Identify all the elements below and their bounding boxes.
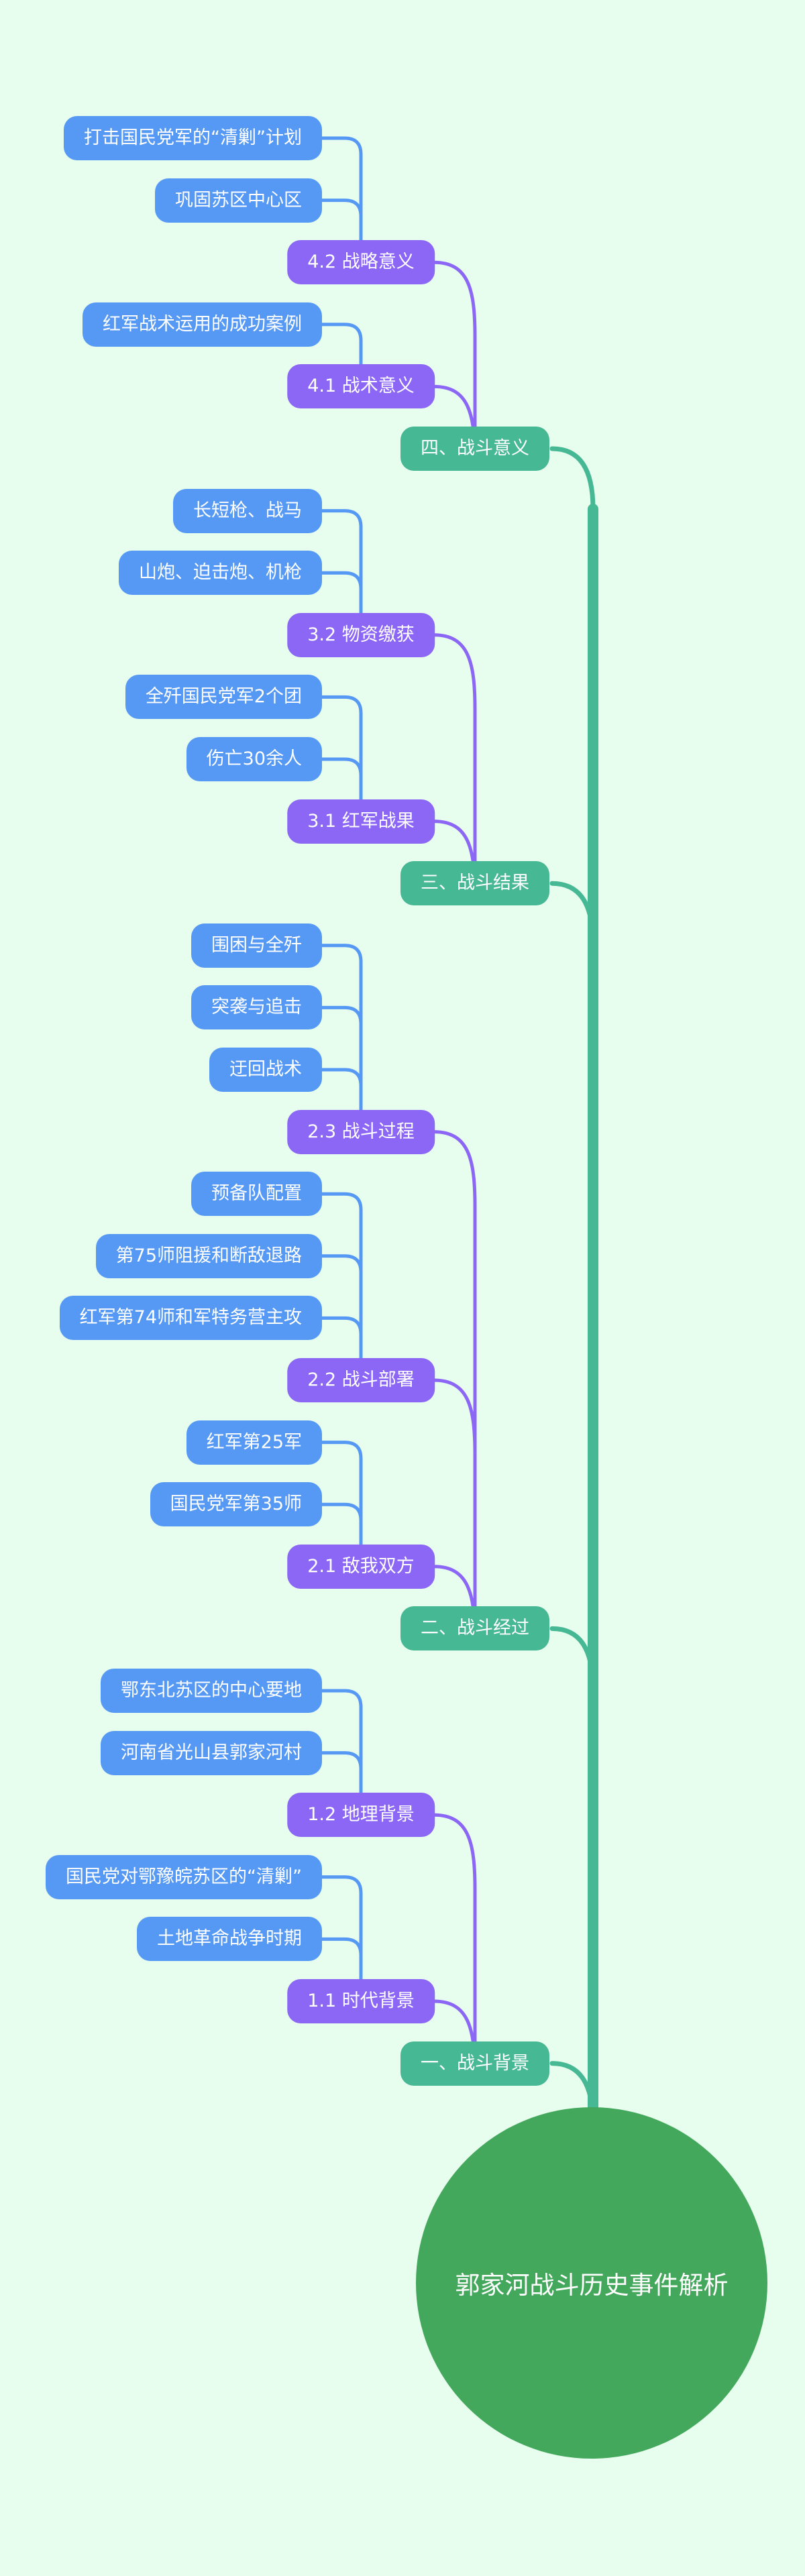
root-node[interactable]: 郭家河战斗历史事件解析 — [416, 2107, 767, 2459]
leaf-node[interactable]: 红军第25军 — [186, 1420, 322, 1465]
leaf-node[interactable]: 预备队配置 — [191, 1172, 322, 1217]
leaf-connector — [320, 1005, 363, 1112]
leaf-connector — [320, 323, 363, 366]
leaf-node[interactable]: 巩固苏区中心区 — [155, 178, 322, 223]
leaf-node[interactable]: 土地革命战争时期 — [137, 1917, 322, 1962]
subtopic-connector — [432, 1130, 477, 1608]
leaf-connector — [320, 1502, 363, 1547]
subtopic-connector — [432, 260, 477, 429]
section-node[interactable]: 一、战斗背景 — [400, 2041, 549, 2086]
leaf-node[interactable]: 国民党对鄂豫皖苏区的“清剿” — [46, 1854, 322, 1899]
section-connector — [549, 881, 596, 2117]
subtopic-connector — [432, 1378, 477, 1608]
leaf-connector — [320, 571, 363, 615]
leaf-connector — [320, 1316, 363, 1360]
subtopic-node[interactable]: 1.2 地理背景 — [287, 1793, 435, 1838]
root-label: 郭家河战斗历史事件解析 — [455, 2271, 729, 2300]
leaf-node[interactable]: 长短枪、战马 — [173, 488, 322, 533]
leaf-node[interactable]: 全歼国民党军2个团 — [125, 675, 322, 720]
subtopic-node[interactable]: 4.2 战略意义 — [287, 240, 435, 285]
leaf-connector — [320, 1875, 363, 1981]
section-node[interactable]: 三、战斗结果 — [400, 861, 549, 906]
leaf-node[interactable]: 打击国民党军的“清剿”计划 — [64, 116, 322, 160]
leaf-node[interactable]: 山炮、迫击炮、机枪 — [119, 551, 322, 596]
leaf-connector — [320, 757, 363, 801]
leaf-connector — [320, 1689, 363, 1795]
subtopic-connector — [432, 1813, 477, 2043]
subtopic-node[interactable]: 2.1 敌我双方 — [287, 1544, 435, 1589]
leaf-connector — [320, 695, 363, 801]
leaf-connector — [320, 1751, 363, 1795]
leaf-node[interactable]: 迂回战术 — [209, 1048, 322, 1092]
subtopic-node[interactable]: 3.1 红军战果 — [287, 799, 435, 844]
leaf-node[interactable]: 红军战术运用的成功案例 — [83, 302, 322, 347]
subtopic-node[interactable]: 3.2 物资缴获 — [287, 612, 435, 657]
section-connector — [549, 1626, 596, 2117]
leaf-node[interactable]: 国民党军第35师 — [150, 1482, 322, 1527]
leaf-connector — [320, 1937, 363, 1981]
leaf-node[interactable]: 河南省光山县郭家河村 — [101, 1730, 322, 1775]
leaf-connector — [320, 944, 363, 1112]
leaf-node[interactable]: 突袭与追击 — [191, 985, 322, 1030]
leaf-node[interactable]: 鄂东北苏区的中心要地 — [101, 1669, 322, 1713]
leaf-node[interactable]: 围困与全歼 — [191, 923, 322, 968]
leaf-connector — [320, 1068, 363, 1112]
subtopic-node[interactable]: 1.1 时代背景 — [287, 1979, 435, 2023]
leaf-connector — [320, 1192, 363, 1360]
leaf-connector — [320, 509, 363, 615]
subtopic-connector — [432, 633, 477, 863]
leaf-connector — [320, 1441, 363, 1547]
leaf-node[interactable]: 红军第74师和军特务营主攻 — [59, 1296, 322, 1341]
subtopic-node[interactable]: 2.3 战斗过程 — [287, 1109, 435, 1154]
leaf-connector — [320, 199, 363, 242]
leaf-connector — [320, 1254, 363, 1360]
section-node[interactable]: 四、战斗意义 — [400, 427, 549, 471]
section-node[interactable]: 二、战斗经过 — [400, 1606, 549, 1651]
leaf-node[interactable]: 第75师阻援和断敌退路 — [95, 1233, 322, 1278]
section-connector — [549, 446, 596, 2117]
leaf-connector — [320, 136, 363, 242]
subtopic-node[interactable]: 2.2 战斗部署 — [287, 1358, 435, 1402]
subtopic-node[interactable]: 4.1 战术意义 — [287, 364, 435, 409]
leaf-node[interactable]: 伤亡30余人 — [186, 737, 322, 781]
